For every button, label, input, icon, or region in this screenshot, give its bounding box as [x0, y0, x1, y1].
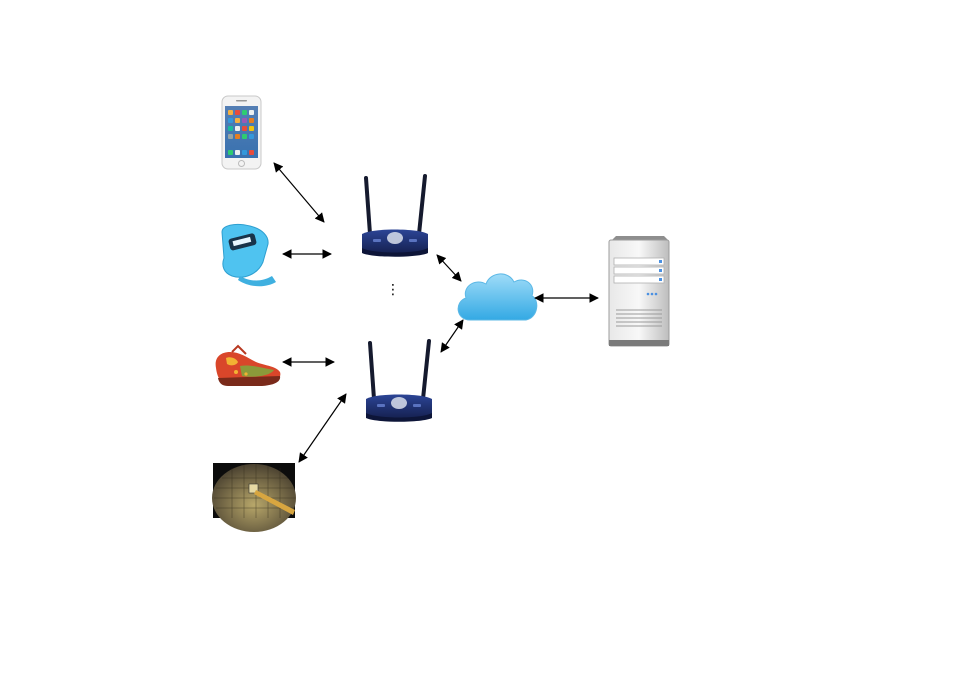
- server-icon: [608, 236, 670, 347]
- arrow-router-top-cloud: [436, 254, 462, 282]
- ellipsis-more-routers: ⋮: [386, 282, 400, 298]
- cloud-icon: [457, 273, 538, 321]
- fitness-band-icon: [221, 223, 276, 287]
- arrow-router-bottom-cloud: [440, 319, 464, 353]
- wireless-router-icon: [362, 174, 428, 257]
- chip-wafer-icon: [212, 463, 296, 532]
- smartphone-icon: [221, 95, 262, 170]
- arrow-smartphone-router-top: [273, 162, 325, 223]
- smart-shoe-icon: [215, 344, 281, 386]
- arrow-chip-wafer-router-bottom: [298, 393, 347, 463]
- wireless-router-icon: [366, 339, 432, 422]
